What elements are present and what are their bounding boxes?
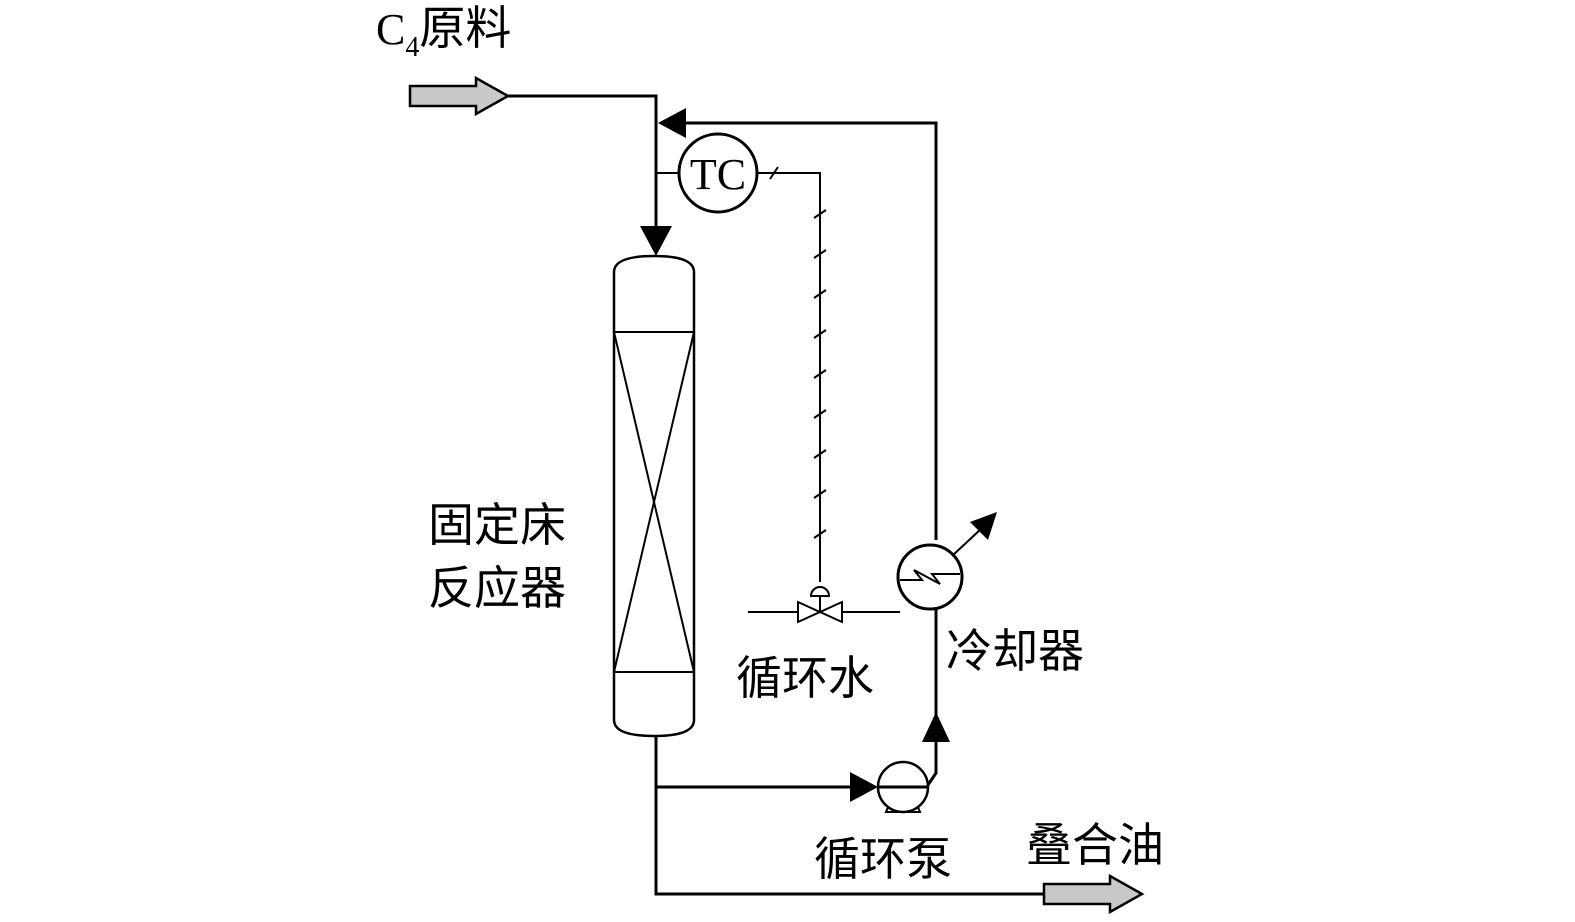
reactor-bed-cross [613,331,695,673]
signal-tick [769,166,779,180]
cooler-coil [900,569,960,585]
valve-body-icon [797,600,843,624]
reactor-shell [612,254,696,738]
product-arrow-icon [1042,873,1145,915]
reactor-label-line2: 反应器 [428,561,566,615]
reactor-label-line1: 固定床 [428,498,566,552]
cooler-icon [896,543,964,611]
signal-tick [813,409,827,419]
feed-arrow-icon [408,75,511,117]
product-label: 叠合油 [1026,818,1164,872]
tc-label: TC [690,150,746,199]
reactor-outlet-line [654,736,1044,896]
signal-tick [813,289,827,299]
feed-label-prefix: C [376,5,405,54]
cooling-water-label: 循环水 [736,651,874,705]
pump-icon [876,760,930,814]
signal-line-ticks [769,166,827,539]
valve-actuator-icon [809,586,831,597]
recycle-return-line [686,121,938,540]
pump-suction-arrow-icon [850,772,878,802]
pump-discharge-line [926,760,938,786]
signal-tick [813,529,827,539]
signal-tick [813,369,827,379]
feed-label-subscript: 4 [405,32,419,63]
cooler-outlet-line [951,527,983,557]
signal-tick [813,449,827,459]
feed-label-suffix: 原料 [419,1,511,55]
signal-tick [813,329,827,339]
cooler-outlet-arrow-icon [970,512,997,540]
reactor-icon [612,254,696,738]
recycle-return-arrow-icon [658,108,686,138]
pump-discharge-arrow-icon [922,712,950,742]
feed-line [508,94,658,240]
signal-tick [813,489,827,499]
cooler-label: 冷却器 [946,624,1084,678]
reactor-inlet-arrow-icon [640,226,672,256]
signal-tick [813,249,827,259]
tc-signal-line [757,172,821,582]
feed-label: C4原料 [376,1,511,63]
pump-label: 循环泵 [814,832,952,886]
signal-tick [813,209,827,219]
